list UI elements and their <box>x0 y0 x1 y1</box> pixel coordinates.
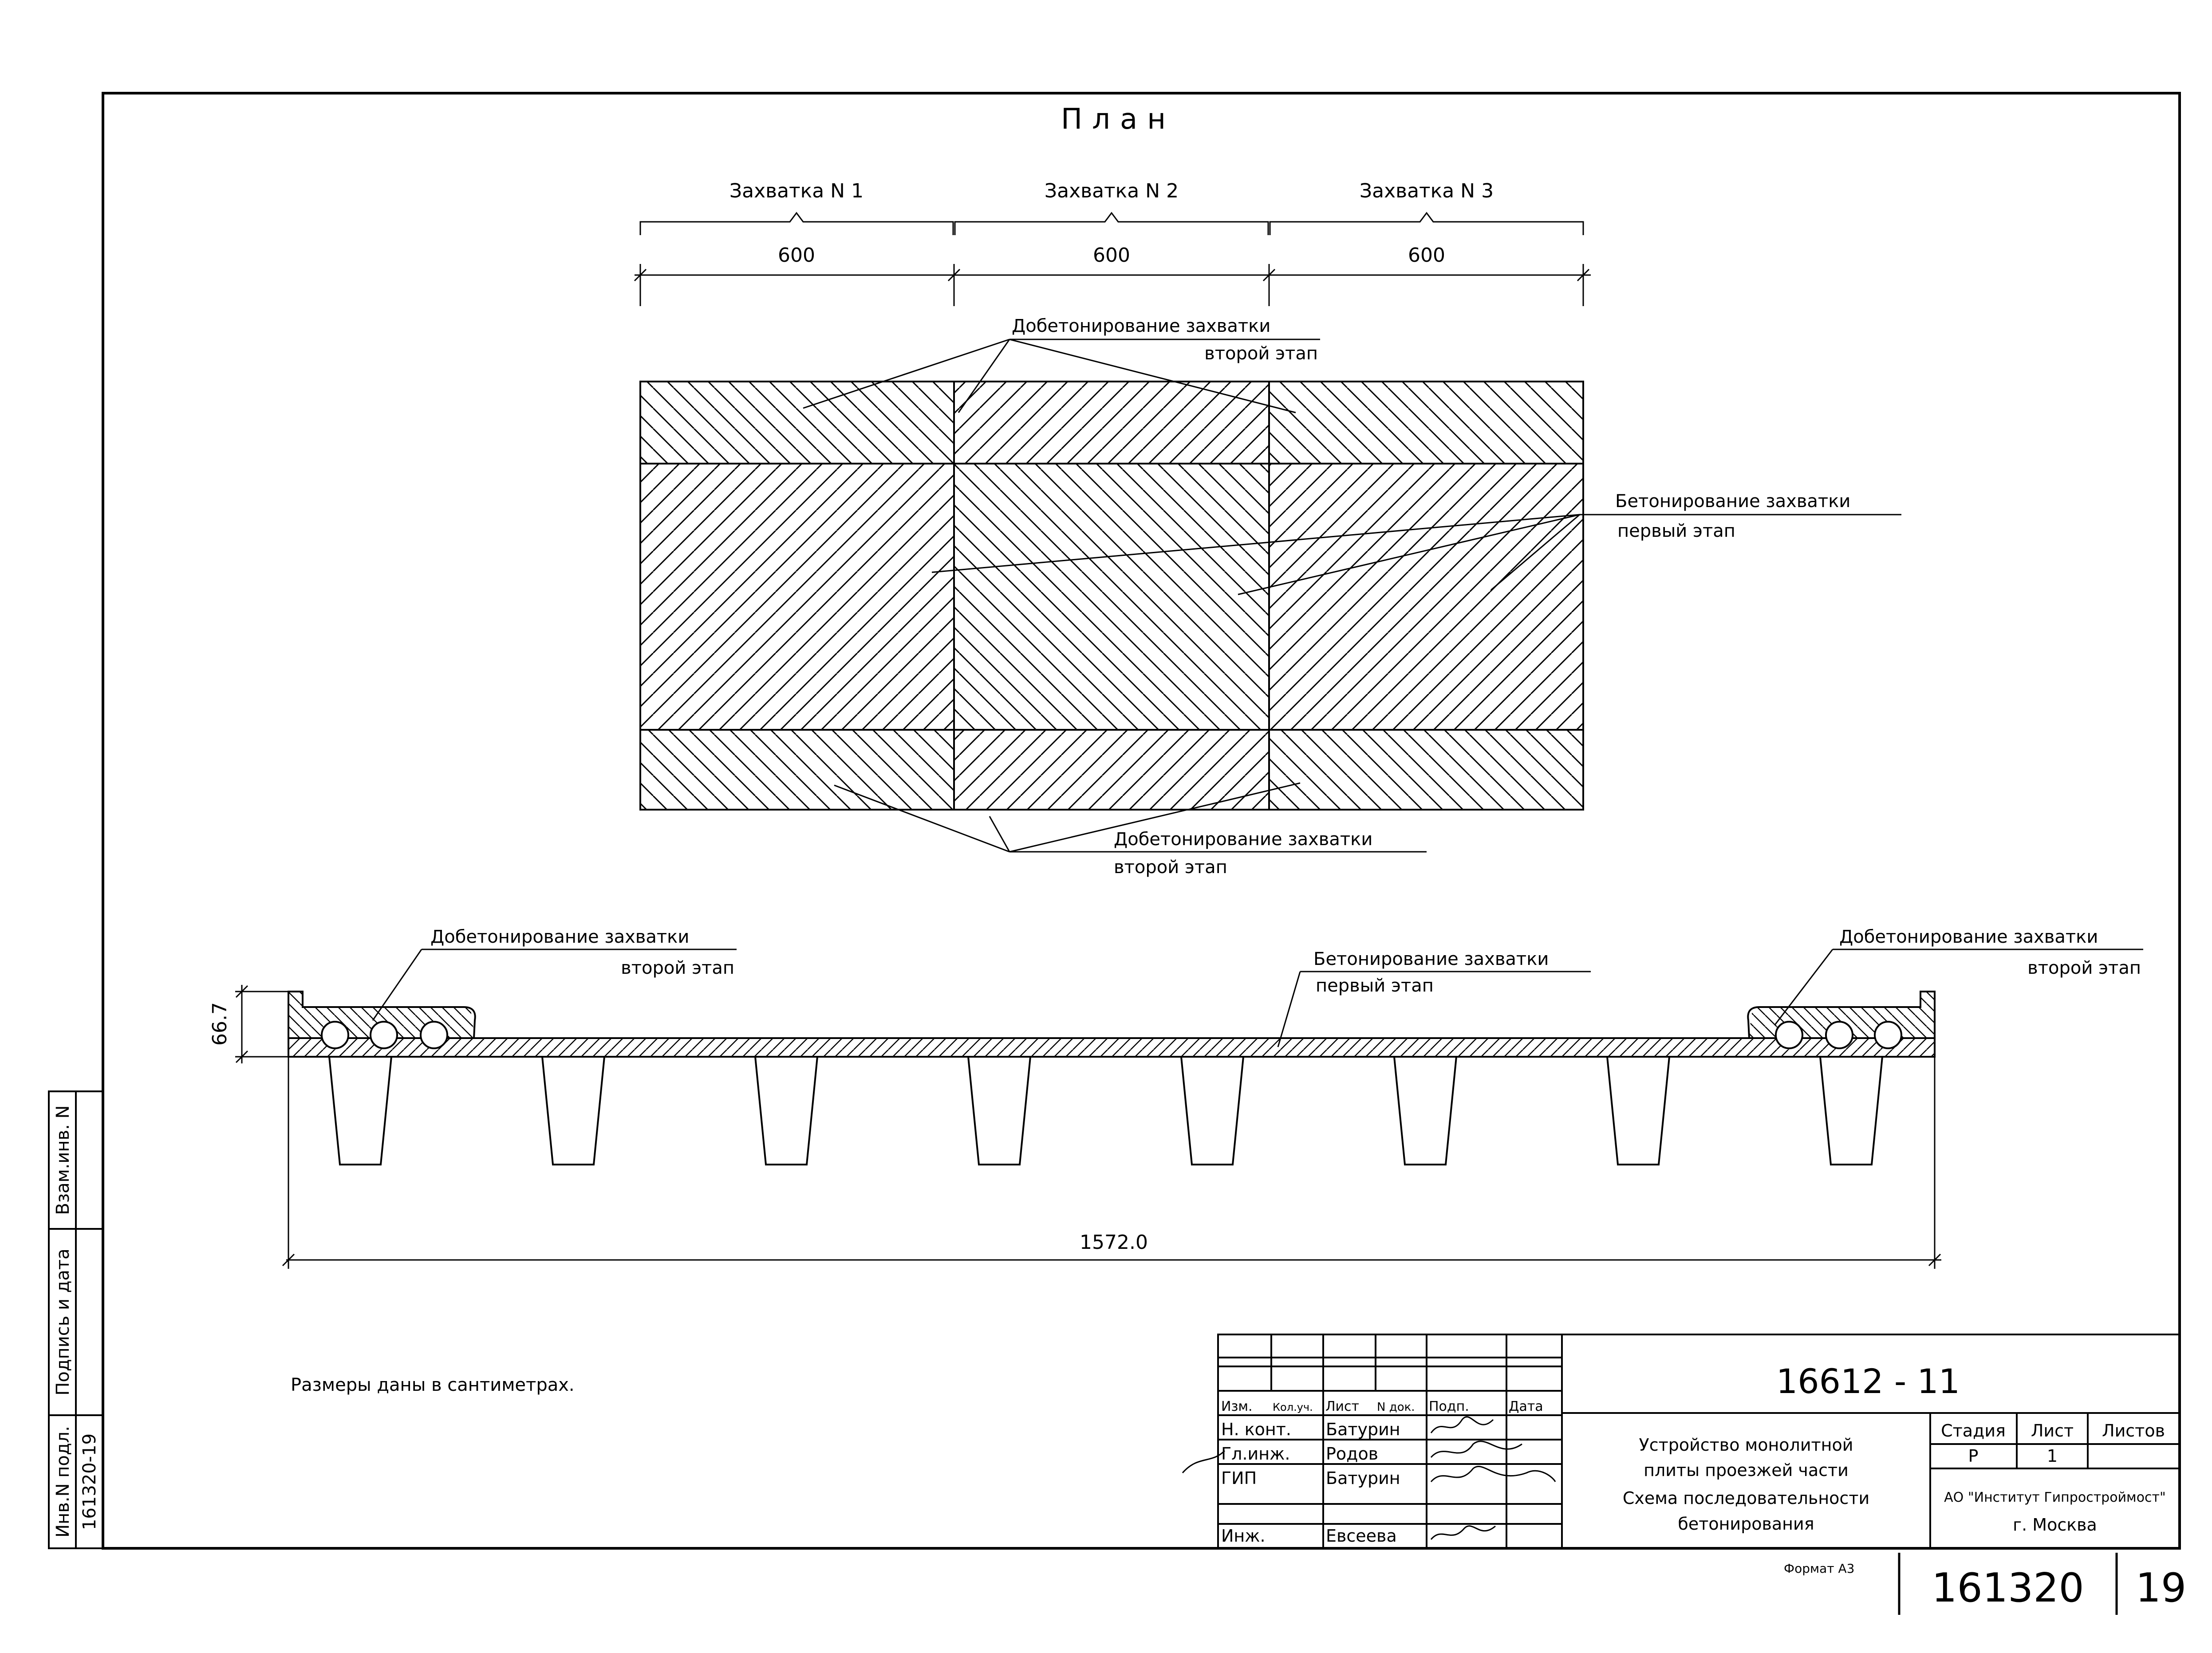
side-stamp-inv-value: 161320-19 <box>79 1433 100 1530</box>
tb-row-role-1: Н. конт. <box>1221 1420 1291 1439</box>
callout-top-leader <box>803 338 1320 413</box>
girder <box>1606 1056 1671 1165</box>
callout-bottom-line1: Добетонирование захватки <box>1114 829 1372 850</box>
tb-sheets-header: Листов <box>2102 1421 2165 1440</box>
tb-sheet-value: 1 <box>2047 1446 2058 1466</box>
callout-middle-leader <box>931 514 1901 595</box>
girder <box>541 1056 606 1165</box>
tb-sheet-header: Лист <box>2031 1421 2074 1440</box>
section-deck <box>288 991 1936 1058</box>
zone-label-3: Захватка N 3 <box>1360 180 1494 202</box>
girder <box>328 1056 393 1165</box>
plan-dimension-line <box>634 264 1591 306</box>
section-height-dim <box>235 985 293 1063</box>
tb-row-name-3: Батурин <box>1326 1468 1400 1488</box>
side-stamp-inv-repl: Взам.инв. N <box>53 1105 73 1215</box>
tb-stage-header: Стадия <box>1941 1421 2006 1440</box>
plan-title: План <box>1061 103 1175 136</box>
tb-header-list: Лист <box>1325 1399 1359 1414</box>
zone-label-1: Захватка N 1 <box>729 180 864 202</box>
side-stamp-inv-orig: Инв.N подл. <box>53 1426 73 1538</box>
sheet-frame <box>102 92 2181 1550</box>
zone-length-1: 600 <box>778 244 815 267</box>
tb-header-izm: Изм. <box>1221 1399 1253 1414</box>
zone-label-2: Захватка N 2 <box>1045 180 1179 202</box>
side-stamp <box>48 1090 104 1549</box>
dimensions-note: Размеры даны в сантиметрах. <box>291 1375 575 1395</box>
tb-description-2: плиты проезжей части <box>1644 1460 1849 1480</box>
section-callout-left-line2: второй этап <box>621 958 734 978</box>
girder <box>754 1056 819 1165</box>
tb-description-4: бетонирования <box>1678 1514 1814 1534</box>
girder <box>1180 1056 1245 1165</box>
tb-row-role-3: ГИП <box>1221 1468 1257 1488</box>
girder <box>1393 1056 1458 1165</box>
section-callout-left-line1: Добетонирование захватки <box>430 927 689 947</box>
tb-doc-code: 16612 - 11 <box>1776 1362 1960 1401</box>
tb-header-kolu: Кол.уч. <box>1273 1401 1313 1413</box>
callout-bottom-leader <box>834 782 1427 853</box>
tb-row-name-5: Евсеева <box>1326 1526 1397 1546</box>
section-width-value: 1572.0 <box>1080 1231 1148 1254</box>
callout-top-line1: Добетонирование захватки <box>1012 316 1270 336</box>
tb-header-data: Дата <box>1509 1399 1543 1414</box>
tb-stage-value: Р <box>1968 1446 1979 1466</box>
archive-number: 161320 <box>1932 1565 2084 1611</box>
callout-middle-line1: Бетонирование захватки <box>1615 491 1850 512</box>
girder <box>967 1056 1032 1165</box>
title-block-grid <box>1217 1334 2180 1549</box>
section-callout-right-line2: второй этап <box>2027 958 2141 978</box>
section-height-value: 66.7 <box>209 1002 231 1046</box>
tb-row-role-5: Инж. <box>1221 1526 1266 1546</box>
tb-organization: АО "Институт Гипростроймост" <box>1944 1490 2166 1505</box>
tb-format: Формат А3 <box>1784 1561 1854 1576</box>
zone-length-3: 600 <box>1408 244 1445 267</box>
tb-header-podp: Подп. <box>1429 1399 1469 1414</box>
section-girders <box>328 1056 1884 1165</box>
side-stamp-sign-date: Подпись и дата <box>53 1248 73 1395</box>
archive-page: 19 <box>2136 1565 2187 1611</box>
zone-length-2: 600 <box>1093 244 1130 267</box>
girder <box>1819 1056 1884 1165</box>
tb-row-name-1: Батурин <box>1326 1420 1400 1439</box>
zone-braces <box>639 212 1584 235</box>
callout-middle-line2: первый этап <box>1617 521 1735 541</box>
section-width-dim <box>282 1057 1941 1269</box>
tb-row-role-2: Гл.инж. <box>1221 1444 1290 1464</box>
section-callout-center-line1: Бетонирование захватки <box>1313 949 1549 969</box>
tb-row-name-2: Родов <box>1326 1444 1378 1464</box>
section-callout-center-line2: первый этап <box>1316 976 1434 996</box>
tb-city: г. Москва <box>2013 1515 2097 1535</box>
tb-description-3: Схема последовательности <box>1623 1488 1869 1508</box>
signature-marks <box>1182 1416 1556 1540</box>
callout-bottom-line2: второй этап <box>1114 857 1227 878</box>
plan-slab <box>639 381 1584 811</box>
tb-header-ndok: N док. <box>1377 1401 1415 1414</box>
tb-description-1: Устройство монолитной <box>1639 1435 1853 1455</box>
callout-top-line2: второй этап <box>1204 343 1318 364</box>
section-callout-right-line1: Добетонирование захватки <box>1839 927 2098 947</box>
